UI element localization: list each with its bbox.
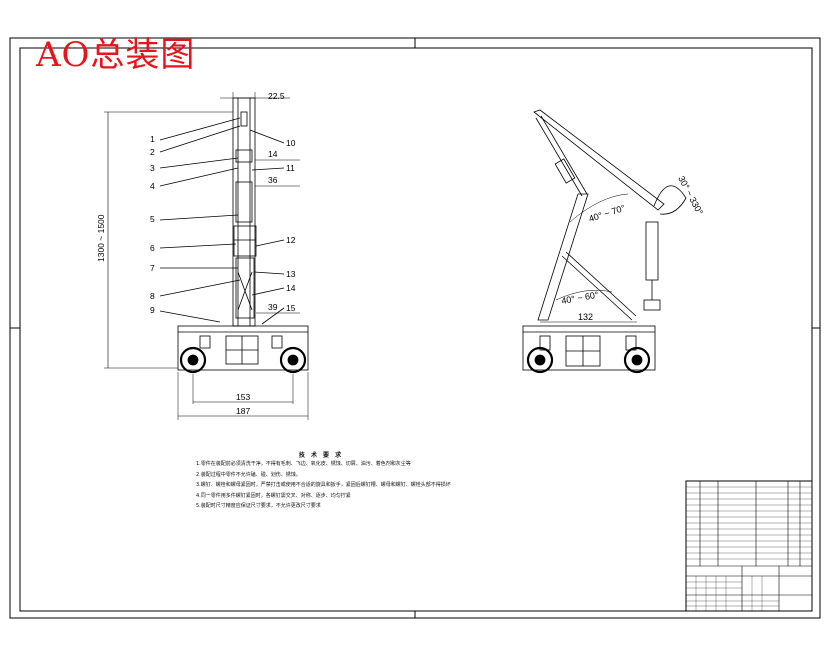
- dim-height: 1300 ~ 1500: [96, 214, 106, 262]
- part-label-2: 2: [150, 147, 155, 157]
- part-label-10: 10: [286, 138, 296, 148]
- part-label-3: 3: [150, 163, 155, 173]
- title-block: [685, 480, 813, 612]
- part-label-6: 6: [150, 243, 155, 253]
- note-line-4: 4.同一零件用多件螺钉紧固时，各螺钉需交叉、对称、逐步、均匀拧紧: [196, 492, 351, 499]
- part-label-11: 11: [286, 163, 295, 173]
- side-view: [522, 109, 687, 374]
- part-label-12: 12: [286, 235, 296, 245]
- dim-132: 132: [578, 312, 593, 322]
- angle-bottom: 40° ~ 60°: [561, 290, 600, 306]
- part-label-5: 5: [150, 214, 155, 224]
- dim-39: 39: [268, 302, 278, 312]
- side-view-labels: 40° ~ 70° 40° ~ 60° 30° ~ 330° 132: [561, 174, 706, 322]
- part-label-7: 7: [150, 263, 155, 273]
- dim-187: 187: [236, 406, 250, 416]
- angle-hook: 30° ~ 330°: [676, 174, 705, 217]
- note-line-3: 3.螺钉、螺栓和螺母紧固时，严禁打击或使用不合适的旋具和扳手，紧固后螺钉槽、螺母…: [196, 482, 451, 488]
- part-label-8: 8: [150, 291, 155, 301]
- dim-top-width: 22.5: [268, 91, 285, 101]
- note-line-1: 1.零件在装配前必须清洗干净，不得有毛刺、飞边、氧化皮、锈蚀、切屑、油污、着色剂…: [196, 461, 411, 467]
- sheet-border: [9, 37, 821, 619]
- technical-requirements: 技 术 要 求 1.零件在装配前必须清洗干净，不得有毛刺、飞边、氧化皮、锈蚀、切…: [196, 450, 486, 512]
- part-label-15: 15: [286, 303, 296, 313]
- part-label-9: 9: [150, 305, 155, 315]
- dim-36: 36: [268, 175, 278, 185]
- part-label-13: 13: [286, 269, 296, 279]
- front-view-labels: 22.5 14 36 39 153 187 1300 ~ 1500 1 2 3 …: [96, 91, 296, 416]
- note-line-2: 2.装配过程中零件不允许磕、碰、划伤、锈蚀。: [196, 471, 301, 478]
- front-view: [104, 92, 309, 420]
- drawing-title: AO总装图: [36, 35, 196, 75]
- dim-153: 153: [236, 392, 250, 402]
- part-label-4: 4: [150, 181, 155, 191]
- angle-top: 40° ~ 70°: [588, 203, 627, 224]
- notes-title: 技 术 要 求: [298, 452, 344, 459]
- dim-14: 14: [268, 149, 278, 159]
- note-line-5: 5.装配时尺寸精度应保证尺寸要求，不允许更改尺寸要求: [196, 503, 321, 509]
- part-label-1: 1: [150, 134, 155, 144]
- part-label-14: 14: [286, 283, 296, 293]
